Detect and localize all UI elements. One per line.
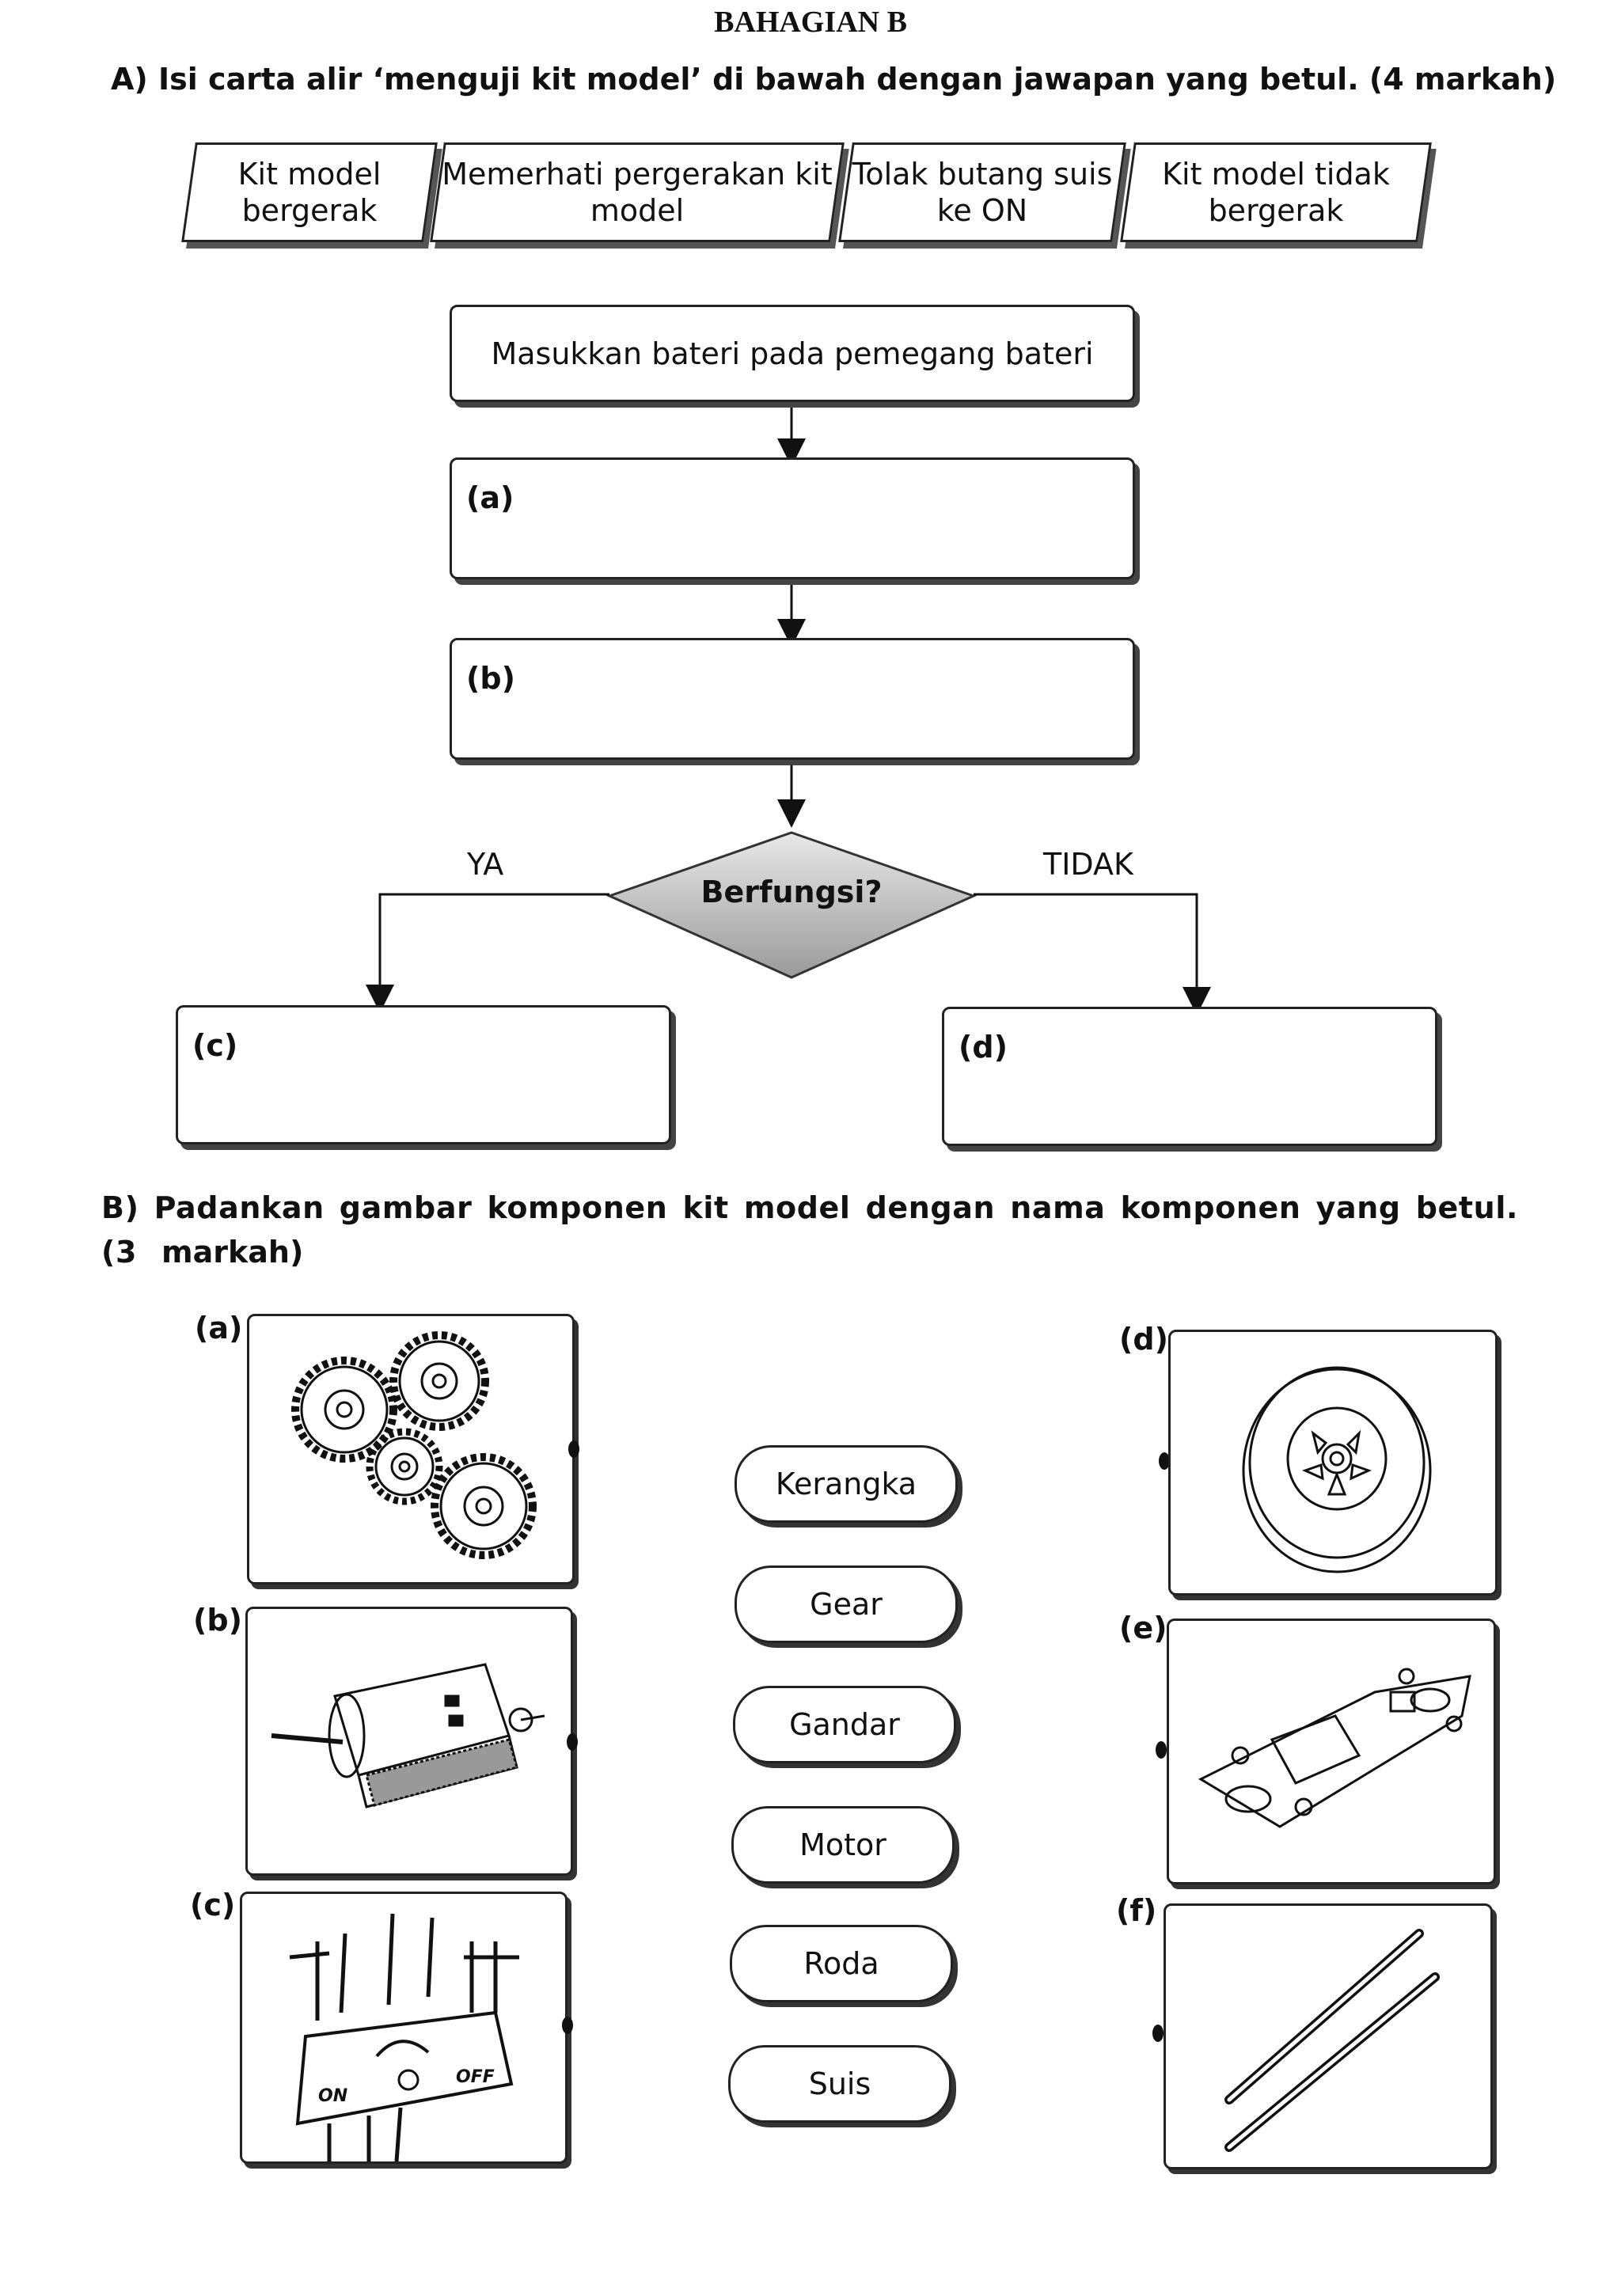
name-option[interactable]: Kerangka <box>735 1445 958 1523</box>
motor-icon <box>271 1663 545 1808</box>
match-dot-b[interactable] <box>567 1733 578 1751</box>
question-b-line2: markah) <box>161 1235 304 1269</box>
start-step-text: Masukkan bateri pada pemegang bateri <box>491 336 1094 371</box>
switch-icon: ON OFF <box>289 1913 519 2161</box>
name-option[interactable]: Gear <box>735 1565 958 1643</box>
answer-label-b: (b) <box>466 661 515 696</box>
answer-box-c[interactable]: (c) <box>176 1005 671 1144</box>
gear-picture[interactable] <box>247 1314 575 1584</box>
picture-label-d: (d) <box>1119 1322 1168 1357</box>
answer-label-d: (d) <box>959 1030 1008 1065</box>
name-option[interactable]: Roda <box>730 1925 953 2002</box>
gear-icon <box>291 1331 537 1559</box>
answer-box-a[interactable]: (a) <box>450 457 1135 579</box>
picture-label-e: (e) <box>1119 1611 1167 1645</box>
answer-label-a: (a) <box>466 480 514 515</box>
match-dot-d[interactable] <box>1159 1452 1170 1470</box>
picture-label-b: (b) <box>193 1603 242 1638</box>
axle-picture[interactable] <box>1164 1903 1493 2169</box>
wheel-icon <box>1242 1366 1432 1573</box>
name-option[interactable]: Gandar <box>733 1686 956 1763</box>
start-step-box: Masukkan bateri pada pemegang bateri <box>450 305 1135 402</box>
axle-icon <box>1224 1929 1440 2152</box>
no-label: TIDAK <box>1043 847 1133 882</box>
question-a: A) Isi carta alir ‘menguji kit model’ di… <box>111 62 1557 97</box>
picture-label-a: (a) <box>195 1311 243 1345</box>
chassis-picture[interactable] <box>1167 1619 1496 1884</box>
match-dot-e[interactable] <box>1156 1741 1167 1759</box>
name-option[interactable]: Suis <box>728 2045 951 2123</box>
answer-box-b[interactable]: (b) <box>450 638 1135 760</box>
motor-picture[interactable] <box>245 1607 573 1876</box>
match-dot-a[interactable] <box>568 1440 579 1458</box>
decision-shape <box>606 831 978 979</box>
wheel-picture[interactable] <box>1168 1330 1498 1596</box>
question-b-line1: B) Padankan gambar komponen kit model de… <box>101 1190 1518 1269</box>
picture-label-c: (c) <box>190 1888 236 1922</box>
yes-label: YA <box>467 847 504 882</box>
chassis-icon <box>1198 1668 1471 1828</box>
decision-text: Berfungsi? <box>700 875 883 909</box>
answer-box-d[interactable]: (d) <box>942 1007 1437 1146</box>
answer-label-c: (c) <box>192 1028 238 1063</box>
match-dot-f[interactable] <box>1152 2025 1164 2042</box>
switch-off-text: OFF <box>456 2067 495 2087</box>
match-dot-c[interactable] <box>562 2017 573 2034</box>
picture-label-f: (f) <box>1116 1893 1157 1928</box>
page-title: BAHAGIAN B <box>714 6 907 39</box>
name-option[interactable]: Motor <box>731 1806 955 1884</box>
switch-on-text: ON <box>318 2086 347 2106</box>
switch-picture[interactable]: ON OFF <box>240 1892 568 2164</box>
